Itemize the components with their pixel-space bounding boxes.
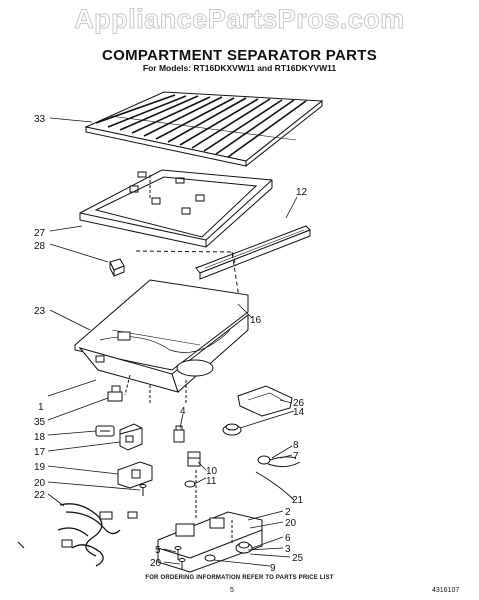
callout-5: 5 [155,545,161,556]
callout-1: 1 [38,402,44,413]
callout-26: 26 [293,398,305,409]
callout-6: 6 [285,533,291,544]
control-base-plate [157,470,263,573]
callout-4: 4 [180,406,186,417]
callout-16: 16 [250,315,262,326]
callout-20-a: 20 [34,478,46,489]
callout-22: 22 [34,490,46,501]
ordering-note: FOR ORDERING INFORMATION REFER TO PARTS … [145,575,334,581]
part-27-frame [79,169,273,248]
callout-20-c: 20 [150,558,162,569]
part-4-clip [173,425,185,443]
callout-35: 35 [34,417,46,428]
callout-7: 7 [293,451,299,462]
page-number: 5 [230,587,234,594]
callout-20-b: 20 [285,518,297,529]
callout-14: 14 [293,407,305,418]
part-20-screw-c [178,558,186,570]
part-code: 4316107 [432,587,460,594]
part-22-harness [57,503,138,567]
callout-17: 17 [34,447,46,458]
callout-27: 27 [34,228,46,239]
callout-2: 2 [285,507,291,518]
callout-10: 10 [206,466,218,477]
part-17-housing [119,423,143,451]
page-subtitle: For Models: RT16DKXVW11 and RT16DKYVW11 [142,63,337,73]
part-5-screw [174,546,182,560]
page-title: COMPARTMENT SEPARATOR PARTS [101,47,378,64]
callout-9: 9 [270,563,276,574]
part-12-rail [195,225,311,280]
callout-25: 25 [292,553,304,564]
part-14-grommet [222,423,242,436]
callout-19: 19 [34,462,46,473]
part-35-bracket [107,385,123,402]
part-23-separator [74,279,249,405]
part-9-clip [204,554,216,562]
part-18-knob [95,425,115,437]
watermark: AppliancePartsPros.com [74,4,405,35]
part-10-switch [187,451,201,467]
part-16-wire [135,250,241,305]
part-28-block [109,258,125,277]
callout-18: 18 [34,432,46,443]
part-20-screw-a [139,484,147,496]
leader-lines [47,117,298,567]
callout-33: 33 [34,114,46,125]
part-11-washer [184,480,196,488]
callout-11: 11 [206,476,217,487]
part-26-insulation [237,385,293,417]
part-19-bracket [117,461,153,489]
callout-12: 12 [296,187,308,198]
callout-3: 3 [285,544,291,555]
part-21-wire [255,471,295,501]
callout-28: 28 [34,241,46,252]
callout-23: 23 [34,306,46,317]
part-33-grille [84,91,324,168]
callout-8: 8 [293,440,299,451]
callout-21: 21 [292,495,304,506]
